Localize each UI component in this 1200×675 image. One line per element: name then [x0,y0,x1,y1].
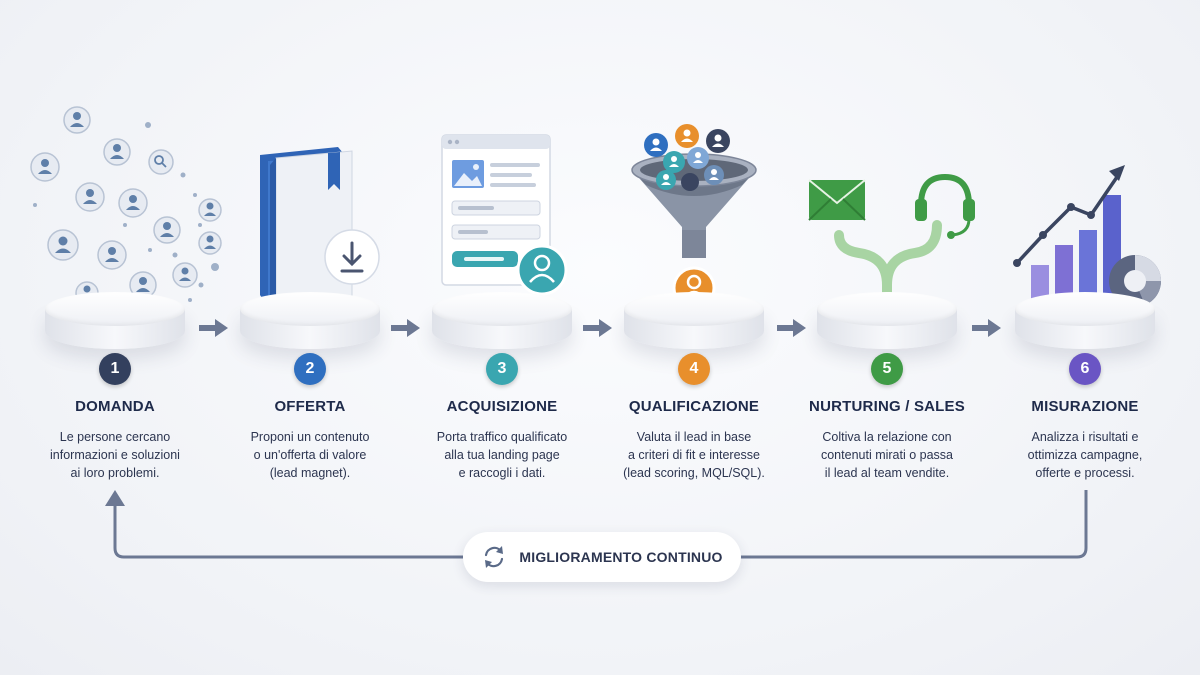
step-number-badge: 6 [1069,353,1101,385]
refresh-cycle-icon [485,546,504,568]
bar-chart-growth-icon [1013,165,1161,316]
step-title: ACQUISIZIONE [446,398,558,415]
podium [432,292,572,362]
podium [624,292,764,362]
email-headset-merge-icon [808,173,975,315]
step-title: NURTURING / SALES [809,398,965,415]
arrow-right-icon [583,319,612,337]
arrow-right-icon [391,319,420,337]
step-description: Valuta il lead in base a criteri di fit … [623,430,765,480]
podium [45,292,185,362]
step-acquisizione: 3 ACQUISIZIONE Porta traffico qualificat… [402,0,602,520]
arrow-right-icon [199,319,228,337]
arrow-right-icon [972,319,1001,337]
step-title: DOMANDA [75,398,155,415]
podium [240,292,380,362]
people-search-cloud-icon [30,106,222,305]
step-number-badge: 3 [486,353,518,385]
step-number-badge: 5 [871,353,903,385]
step-number-badge: 2 [294,353,326,385]
step-title: MISURAZIONE [1031,398,1139,415]
arrow-right-icon [777,319,806,337]
landing-page-form-icon [441,134,568,296]
step-description: Le persone cercano informazioni e soluzi… [50,430,180,480]
step-title: OFFERTA [274,398,346,415]
book-download-icon [260,147,380,307]
step-number-badge: 1 [99,353,131,385]
step-description: Coltiva la relazione con contenuti mirat… [820,430,953,480]
funnel-icon [631,124,757,310]
continuous-improvement-label: MIGLIORAMENTO CONTINUO [519,549,723,565]
step-description: Analizza i risultati e ottimizza campagn… [1027,430,1143,480]
podium [1015,292,1155,362]
step-number-badge: 4 [678,353,710,385]
step-nurturing-sales: 5 NURTURING / SALES Coltiva la relazione… [787,0,987,520]
podium [817,292,957,362]
step-offerta: 2 OFFERTA Proponi un contenuto o un'offe… [210,0,410,520]
step-description: Proponi un contenuto o un'offerta di val… [250,430,370,480]
step-misurazione: 6 MISURAZIONE Analizza i risultati e ott… [985,0,1185,520]
step-description: Porta traffico qualificato alla tua land… [436,430,568,480]
step-qualificazione: 4 QUALIFICAZIONE Valuta il lead in base … [594,0,794,520]
step-title: QUALIFICAZIONE [628,398,760,415]
continuous-improvement-pill: MIGLIORAMENTO CONTINUO [463,532,741,582]
step-domanda: 1 DOMANDA Le persone cercano informazion… [15,0,222,520]
